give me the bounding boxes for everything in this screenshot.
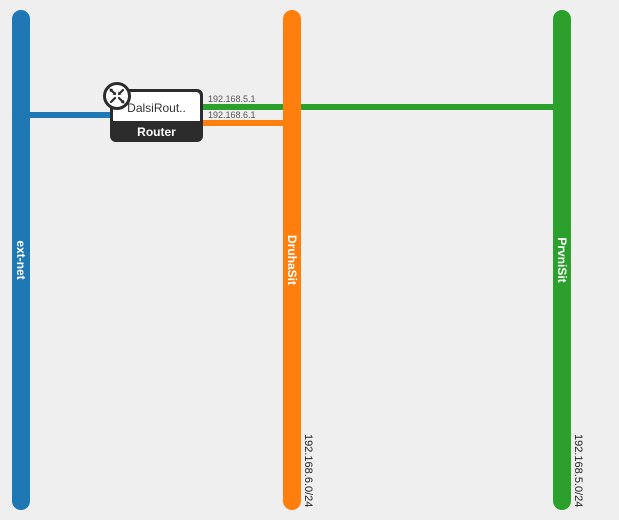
network-ext-net[interactable]: ext-net bbox=[12, 10, 30, 510]
network-prvni-sit[interactable]: PrvniSit bbox=[553, 10, 571, 510]
router-type-label: Router bbox=[137, 125, 176, 139]
link-router-ext-net bbox=[26, 112, 112, 118]
router-icon bbox=[103, 82, 131, 110]
network-label: DruhaSit bbox=[285, 234, 299, 286]
network-cidr: 192.168.6.0/24 bbox=[302, 434, 314, 508]
port-ip-label: 192.168.5.1 bbox=[208, 94, 256, 104]
port-ip-label: 192.168.6.1 bbox=[208, 110, 256, 120]
network-cidr: 192.168.5.0/24 bbox=[572, 434, 584, 508]
network-label: ext-net bbox=[14, 240, 28, 280]
network-label: PrvniSit bbox=[555, 237, 569, 283]
router-node[interactable]: DalsiRout.. Router bbox=[110, 89, 203, 142]
link-router-druha-sit bbox=[200, 120, 292, 126]
link-router-prvni-sit bbox=[200, 104, 562, 110]
network-druha-sit[interactable]: DruhaSit bbox=[283, 10, 301, 510]
